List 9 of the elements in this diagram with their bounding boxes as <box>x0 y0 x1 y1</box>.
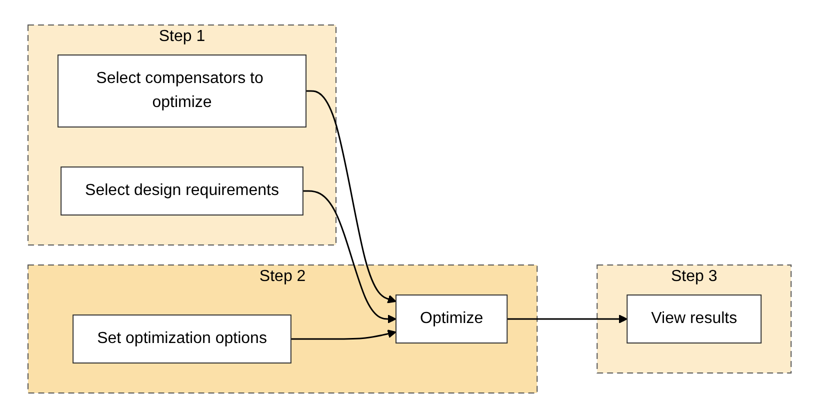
arrow <box>306 90 396 304</box>
arrow <box>290 330 396 340</box>
node-box: Select design requirements <box>60 166 304 216</box>
arrow <box>302 190 396 324</box>
node-box: View results <box>626 294 762 344</box>
node-box: Optimize <box>395 294 508 344</box>
node-box: Set optimization options <box>72 314 292 364</box>
arrow <box>507 314 628 324</box>
node-box: Select compensators to optimize <box>57 54 306 128</box>
